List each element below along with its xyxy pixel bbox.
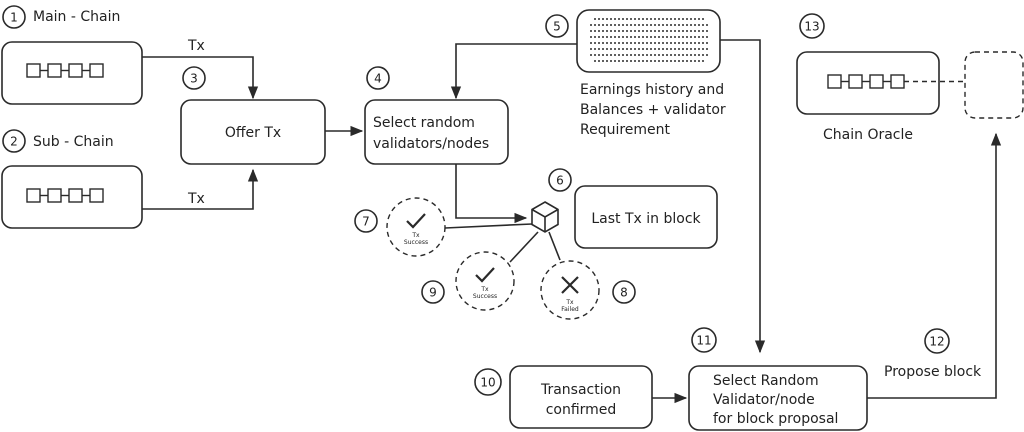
offer-tx-label: Offer Tx <box>225 125 281 141</box>
block-proposal-label-3: for block proposal <box>713 411 838 427</box>
chain-icon <box>827 74 905 89</box>
svg-text:11: 11 <box>696 334 711 348</box>
svg-text:5: 5 <box>553 20 561 34</box>
earnings-label-3: Requirement <box>580 122 671 138</box>
svg-text:4: 4 <box>374 72 382 86</box>
ledger-to-select-arrow <box>450 43 577 100</box>
transaction-confirmed-box <box>509 365 653 429</box>
earnings-label-1: Earnings history and <box>580 82 724 98</box>
cube-to-success-b-line <box>509 231 539 263</box>
transaction-confirmed-label-1: Transaction <box>540 382 621 398</box>
step-1-badge: 1 <box>2 5 26 29</box>
svg-text:6: 6 <box>556 174 564 188</box>
step-4-badge: 4 <box>366 66 390 90</box>
tx-success-b-label-1: Tx <box>480 286 489 293</box>
last-tx-box <box>574 185 718 249</box>
check-icon <box>475 267 495 283</box>
check-icon <box>406 213 426 229</box>
chain-icon <box>26 188 104 203</box>
step-7-badge: 7 <box>354 209 378 233</box>
transaction-confirmed-label-2: confirmed <box>546 402 617 418</box>
svg-text:3: 3 <box>190 72 198 86</box>
propose-block-arrow <box>867 132 1002 399</box>
svg-text:13: 13 <box>804 20 819 34</box>
step-13-badge: 13 <box>799 13 825 39</box>
select-validators-label-1: Select random <box>373 115 475 131</box>
tx-failed-label-1: Tx <box>565 299 574 306</box>
sub-chain-label: Sub - Chain <box>33 134 114 150</box>
tx-failed-label-2: Failed <box>561 306 579 313</box>
cube-to-success-a-line <box>444 223 533 229</box>
chain-icon <box>26 63 104 78</box>
step-5-badge: 5 <box>545 14 569 38</box>
svg-text:10: 10 <box>480 376 495 390</box>
propose-block-label: Propose block <box>884 364 982 380</box>
tx-success-b-label-2: Success <box>473 293 497 300</box>
tx-success-circle-a <box>386 197 446 257</box>
select-validators-box <box>364 99 509 165</box>
step-8-badge: 8 <box>612 280 636 304</box>
block-proposal-label-1: Select Random <box>713 373 819 389</box>
svg-text:2: 2 <box>10 135 18 149</box>
chain-oracle-label: Chain Oracle <box>823 127 913 143</box>
svg-text:8: 8 <box>620 286 628 300</box>
last-tx-label: Last Tx in block <box>591 211 701 227</box>
offer-tx-box <box>180 99 326 165</box>
tx-label-bottom: Tx <box>187 191 205 207</box>
step-3-badge: 3 <box>182 66 206 90</box>
svg-text:1: 1 <box>10 11 18 25</box>
cube-to-failed-line <box>548 231 561 261</box>
ledger-icon <box>590 18 710 62</box>
tx-success-a-label-1: Tx <box>411 232 420 239</box>
tx-arrow-main <box>142 56 259 100</box>
step-11-badge: 11 <box>691 327 717 353</box>
svg-text:7: 7 <box>362 215 370 229</box>
cross-icon <box>561 276 579 294</box>
ledger-box <box>576 9 721 73</box>
svg-text:9: 9 <box>429 286 437 300</box>
pending-block-box <box>964 51 1024 119</box>
step-12-badge: 12 <box>924 328 950 354</box>
step-2-badge: 2 <box>2 129 26 153</box>
select-validators-label-2: validators/nodes <box>373 136 489 152</box>
block-cube-icon <box>531 201 559 233</box>
block-proposal-label-2: Validator/node <box>713 392 815 408</box>
tx-success-circle-b <box>455 251 515 311</box>
chain-oracle-box <box>796 51 940 115</box>
tx-label-top: Tx <box>187 38 205 54</box>
earnings-label-2: Balances + validator <box>580 102 726 118</box>
tx-arrow-sub <box>142 168 259 210</box>
ledger-to-block-select-arrow <box>720 39 766 354</box>
step-9-badge: 9 <box>421 280 445 304</box>
select-to-cube-arrow <box>455 164 528 224</box>
svg-text:12: 12 <box>929 335 944 349</box>
tx-failed-circle <box>540 260 600 320</box>
tx-success-a-label-2: Success <box>404 239 428 246</box>
step-6-badge: 6 <box>548 168 572 192</box>
main-chain-label: Main - Chain <box>33 9 120 25</box>
step-10-badge: 10 <box>474 368 502 396</box>
